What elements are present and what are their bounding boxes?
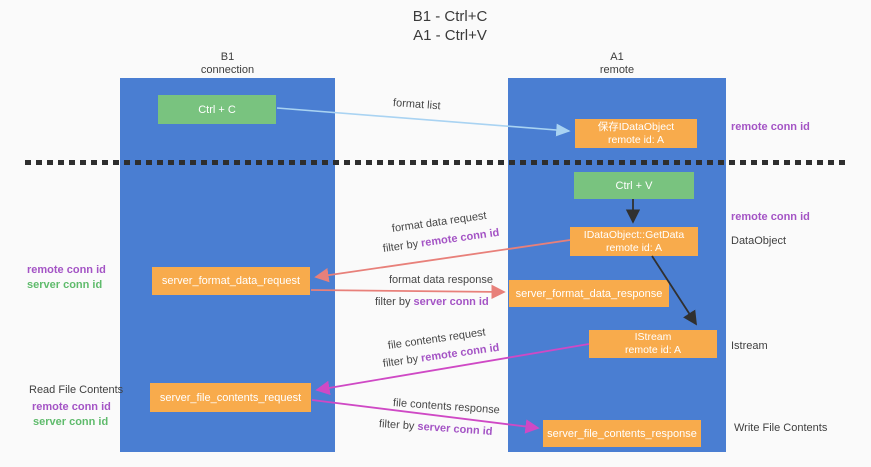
node-store-idataobject: 保存IDataObject remote id: A: [575, 119, 697, 148]
node-idataobject-getdata: IDataObject::GetData remote id: A: [570, 227, 698, 256]
arrow-format-data-response: [310, 284, 506, 300]
node-server-file-contents-request: server_file_contents_request: [150, 383, 311, 412]
lane-header-b1: B1 connection: [120, 51, 335, 77]
edge-label-file-contents-response-filter: filter by server conn id: [379, 418, 493, 438]
edge-label-file-contents-response: file contents response: [392, 397, 501, 417]
diagram-title: B1 - Ctrl+C A1 - Ctrl+V: [330, 7, 570, 45]
edge-label-format-data-response: format data response: [389, 274, 493, 286]
node-istream-line2: remote id: A: [624, 344, 682, 356]
left-label-server-conn-id: server conn id: [27, 279, 103, 291]
right-label-remote-conn-id-2: remote conn id: [731, 211, 810, 223]
node-server-format-data-request: server_format_data_request: [152, 267, 310, 295]
lane-a1-subtitle: remote: [599, 64, 635, 76]
node-server-file-contents-response: server_file_contents_response: [543, 420, 701, 447]
filter-by-text: filter by: [378, 418, 418, 433]
node-server-format-data-response: server_format_data_response: [509, 280, 669, 307]
dashed-separator-line: [25, 160, 848, 165]
node-istream-line1: IStream: [634, 331, 672, 343]
title-line-2: A1 - Ctrl+V: [413, 27, 487, 44]
right-label-istream: Istream: [731, 340, 768, 352]
lane-a1-name: A1: [610, 51, 624, 63]
edge-label-format-data-response-filter: filter by server conn id: [375, 296, 489, 308]
left-label-remote-conn-id-2: remote conn id: [32, 401, 111, 413]
left-label-remote-conn-id: remote conn id: [27, 264, 106, 276]
filter-by-text: filter by: [375, 296, 414, 308]
node-istream: IStream remote id: A: [589, 330, 717, 358]
node-server-format-data-request-label: server_format_data_request: [161, 275, 301, 287]
node-idataobject-getdata-line2: remote id: A: [605, 241, 663, 254]
node-server-file-contents-request-label: server_file_contents_request: [159, 391, 302, 404]
filter-by-text: filter by: [382, 237, 422, 255]
left-label-read-file-contents: Read File Contents: [29, 384, 124, 396]
node-ctrl-v: Ctrl + V: [574, 172, 694, 199]
filter-key-remote-conn-id: remote conn id: [420, 226, 501, 250]
lane-b1-name: B1: [220, 51, 235, 63]
right-label-remote-conn-id: remote conn id: [731, 121, 810, 133]
node-server-format-data-response-label: server_format_data_response: [515, 287, 663, 300]
filter-by-text: filter by: [382, 352, 422, 370]
title-line-1: B1 - Ctrl+C: [412, 8, 488, 25]
edge-label-format-list: format list: [392, 97, 441, 113]
node-idataobject-getdata-line1: IDataObject::GetData: [583, 228, 685, 241]
node-server-file-contents-response-label: server_file_contents_response: [547, 427, 697, 440]
node-store-idataobject-line1: 保存IDataObject: [597, 120, 675, 133]
lane-header-a1: A1 remote: [508, 51, 726, 77]
left-label-server-conn-id-2: server conn id: [33, 416, 109, 428]
lane-b1-subtitle: connection: [200, 64, 255, 76]
filter-key-server-conn-id: server conn id: [417, 420, 493, 438]
filter-key-server-conn-id: server conn id: [413, 296, 489, 308]
node-ctrl-c-label: Ctrl + C: [198, 103, 236, 116]
right-label-dataobject: DataObject: [731, 235, 787, 247]
right-label-write-file-contents: Write File Contents: [734, 422, 828, 434]
node-ctrl-c: Ctrl + C: [158, 95, 276, 124]
node-ctrl-v-label: Ctrl + V: [615, 179, 653, 192]
node-store-idataobject-line2: remote id: A: [607, 133, 665, 146]
